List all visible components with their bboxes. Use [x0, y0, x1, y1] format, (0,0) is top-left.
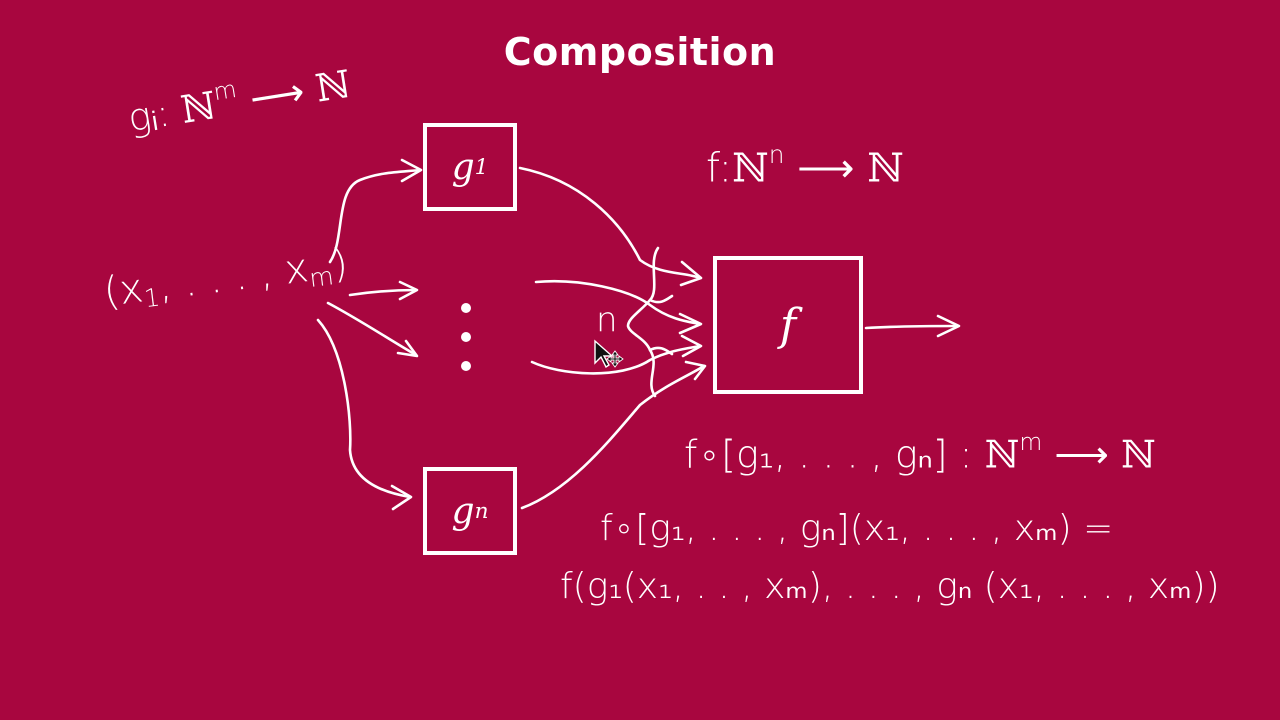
g-codomain: ℕ [312, 61, 354, 111]
arrow-input-to-gn [316, 318, 412, 499]
slide-title: Composition [503, 30, 777, 74]
arrowhead-f-1 [679, 260, 703, 287]
arrowhead-gn [390, 484, 413, 511]
arrowhead-output [936, 314, 961, 338]
f-domain: ℕ [732, 145, 769, 192]
arrowhead-f-3 [680, 334, 703, 358]
equation-line-1: f∘[g₁, . . . , gₙ](x₁, . . . , xₘ) = [600, 508, 1114, 549]
f-sep: : [718, 145, 733, 192]
f-name: f [706, 145, 719, 192]
gn-symbol: g [451, 490, 475, 532]
f-codomain: ℕ [867, 145, 904, 192]
arrowhead-middle-2 [396, 339, 419, 358]
arrowhead-g1 [400, 158, 423, 183]
arrow-middle-to-f-2 [530, 344, 702, 375]
arrowhead-f-4 [684, 360, 707, 381]
arrow-input-to-middle-1 [348, 288, 418, 297]
f-power: n [768, 140, 785, 169]
g-arrow: ⟶ [246, 69, 308, 122]
vertical-ellipsis [461, 303, 471, 371]
n-label: n [596, 300, 618, 340]
arrowhead-f-2 [678, 312, 703, 335]
arrowhead-middle-1 [398, 280, 419, 301]
input-open: (x [101, 265, 146, 316]
arrow-cursor-icon [594, 339, 614, 369]
f-arrow: ⟶ [797, 145, 855, 192]
composition-signature: f∘[g₁, . . . , gₙ] : ℕm ⟶ ℕ [684, 428, 1156, 477]
input-sub-m: m [307, 261, 336, 293]
gn-subscript: n [474, 498, 489, 524]
ellipsis-dot-2 [461, 332, 471, 342]
mouse-cursor [594, 339, 624, 369]
g1-subscript: 1 [474, 154, 489, 180]
arrow-input-to-g1 [328, 168, 422, 264]
arrow-g1-to-f [518, 166, 702, 280]
f-symbol: f [779, 299, 797, 351]
ellipsis-dot-1 [461, 303, 471, 313]
composition-codomain: ℕ [1120, 432, 1156, 477]
move-cursor-icon [606, 350, 624, 368]
g-power: m [211, 74, 239, 107]
n-brace-ticks [648, 294, 674, 356]
composition-expr: f∘[g₁, . . . , gₙ] : [684, 432, 973, 477]
composition-arrow: ⟶ [1054, 432, 1109, 477]
g1-symbol: g [451, 146, 475, 188]
composition-power: m [1019, 428, 1043, 456]
f-signature: f:ℕn ⟶ ℕ [706, 140, 904, 192]
ellipsis-dot-3 [461, 361, 471, 371]
arrow-gn-to-f [520, 364, 706, 510]
composition-domain: ℕ [984, 432, 1020, 477]
arrow-input-to-middle-2 [326, 301, 418, 357]
n-brace [626, 246, 660, 398]
arrow-f-output [864, 324, 960, 330]
equation-line-2: f(g₁(x₁, . . , xₘ), . . . , gₙ (x₁, . . … [560, 566, 1220, 607]
arrow-middle-to-f-1 [534, 279, 702, 326]
f-box: f [713, 256, 863, 394]
